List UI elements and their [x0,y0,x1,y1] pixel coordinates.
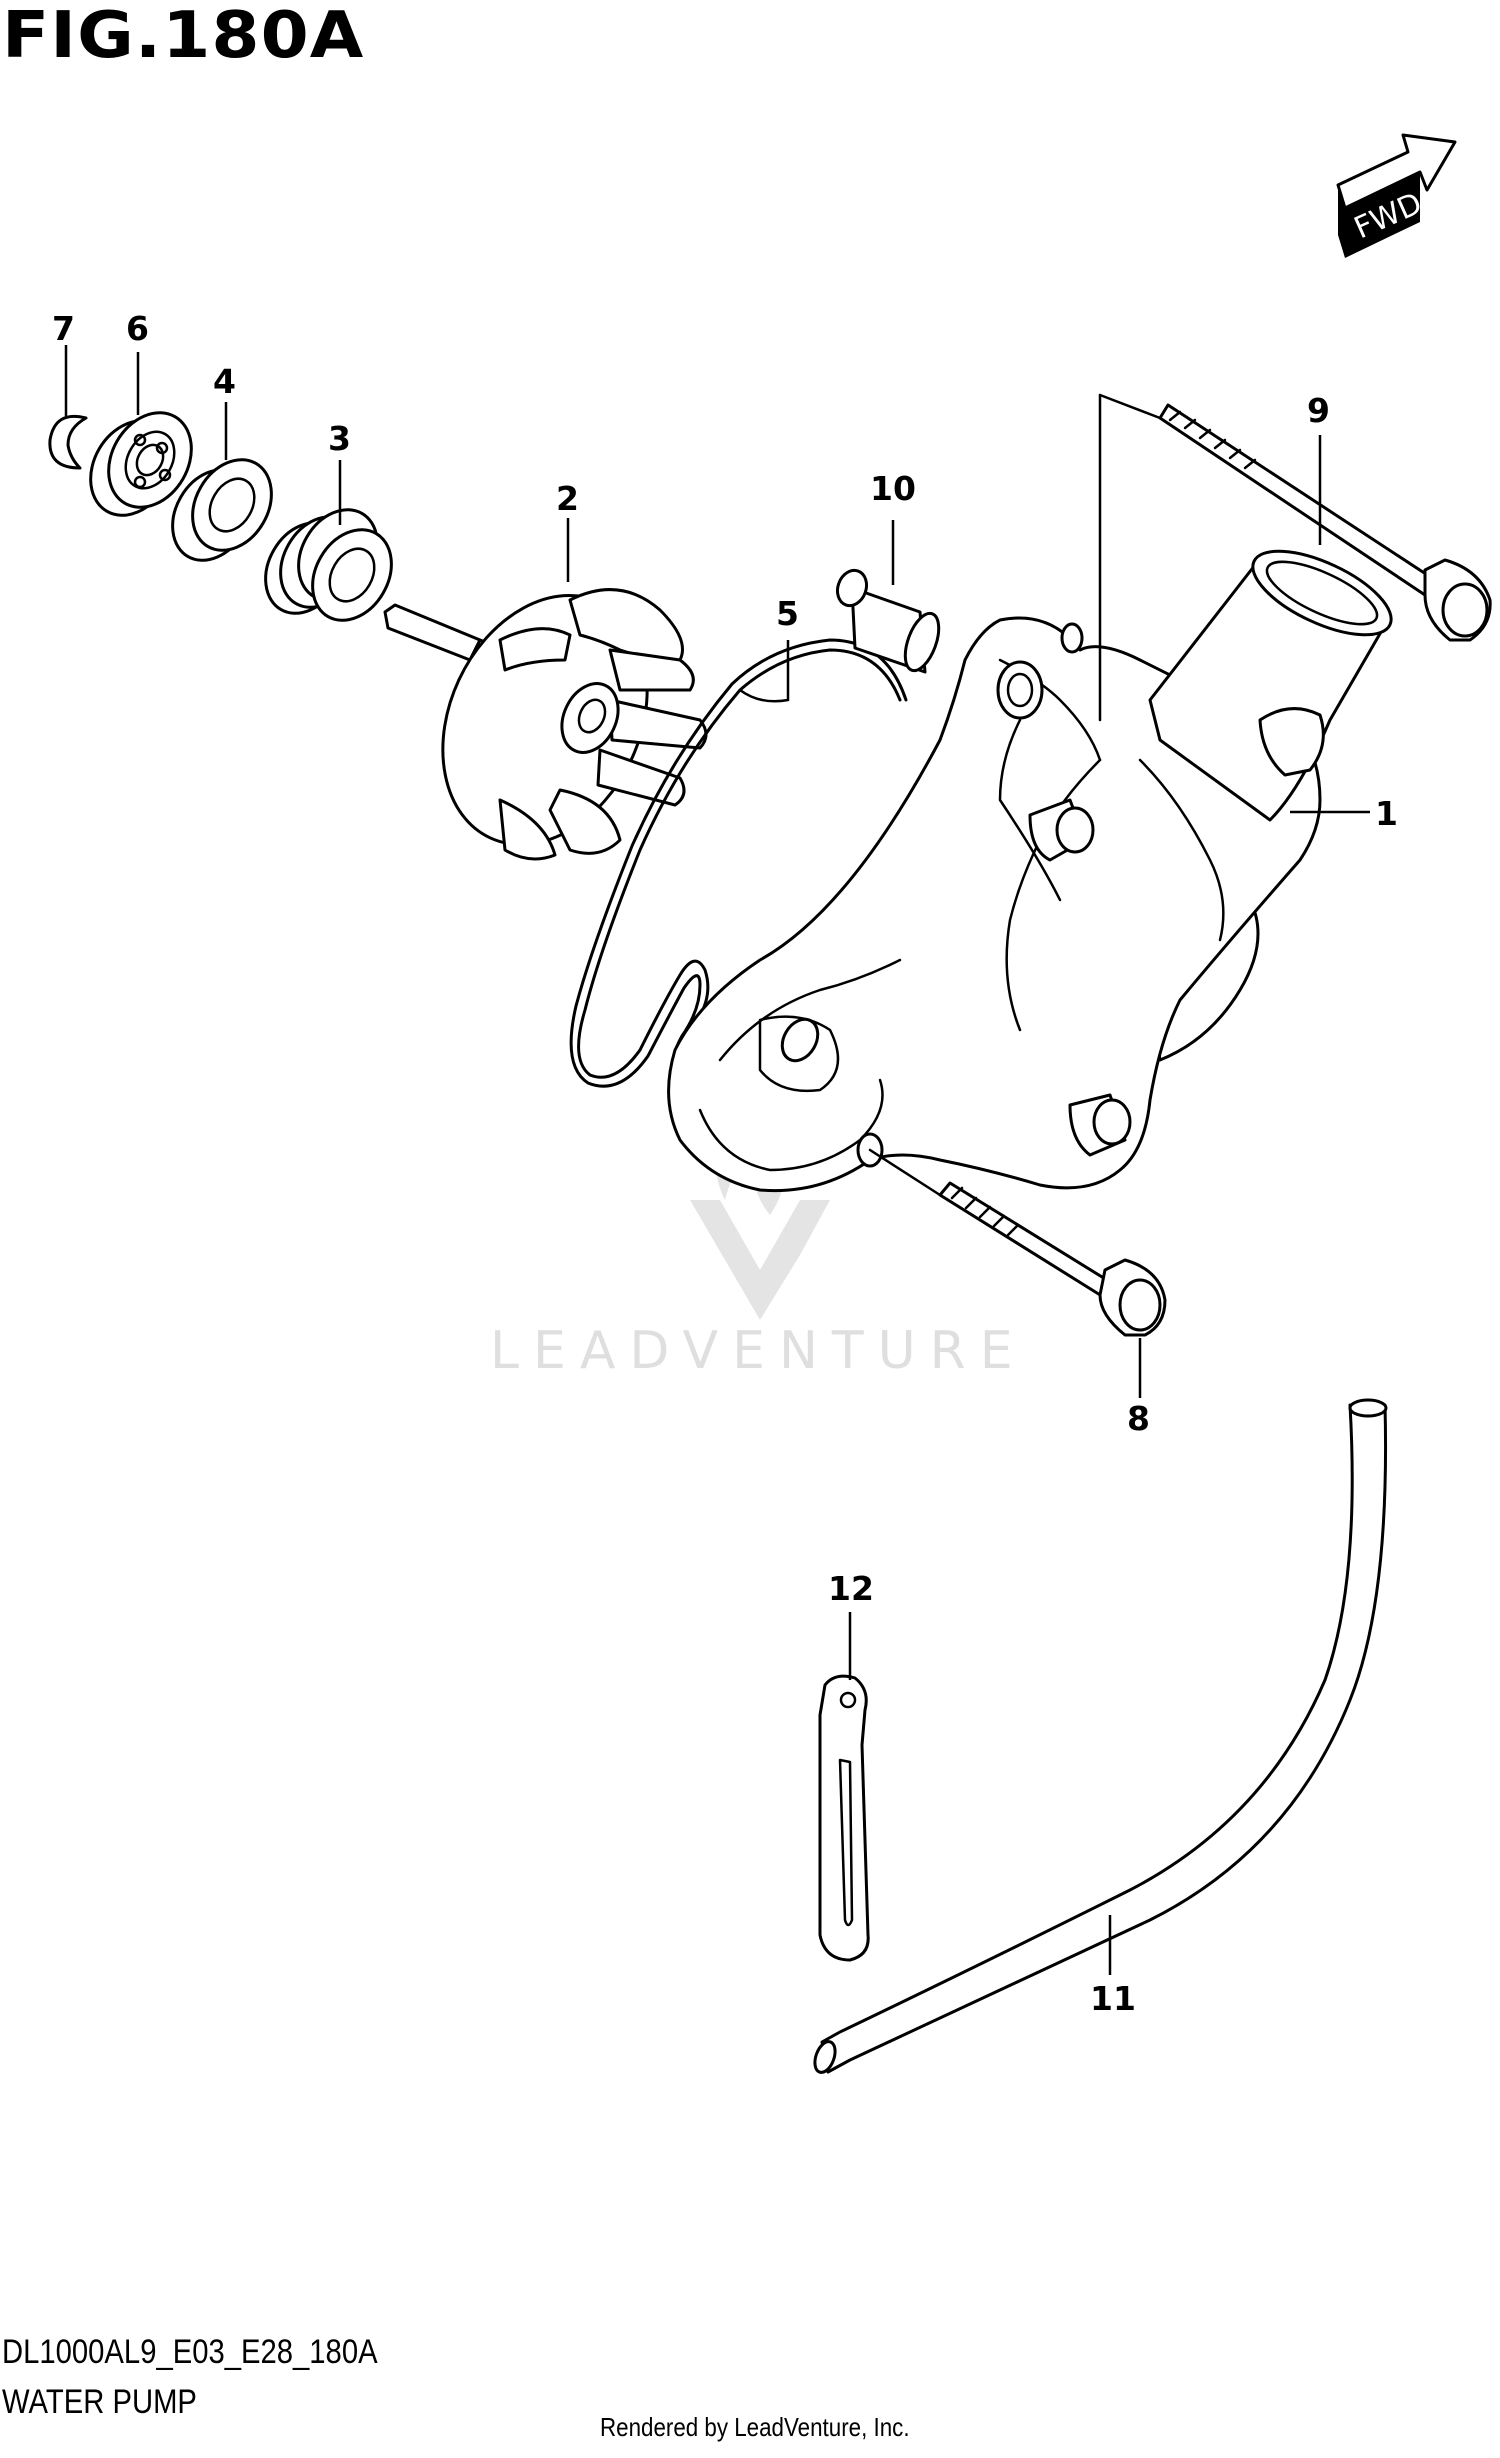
part-8-bolt [868,1148,1167,1337]
part-11-hose [813,1398,1388,2074]
part-4-oil-seal [171,458,273,562]
part-10-dowel-pin [835,568,941,674]
forward-direction-arrow: FWD [1336,133,1457,258]
callout-2: 2 [556,479,579,518]
callout-12: 12 [828,1569,874,1608]
callout-11: 11 [1090,1979,1136,2018]
callout-1: 1 [1375,794,1398,833]
figure-title: FIG.180A [2,0,365,73]
callout-7: 7 [52,309,75,348]
callout-9: 9 [1307,391,1330,430]
render-credit: Rendered by LeadVenture, Inc. [600,2412,910,2442]
part-6-bearing [89,411,193,517]
leader-lines [64,345,1370,1975]
part-1-water-pump-body [667,549,1393,1193]
callout-3: 3 [328,419,351,458]
diagram-code: DL1000AL9_E03_E28_180A [2,2333,378,2371]
callout-4: 4 [213,362,236,401]
callout-5: 5 [776,594,799,633]
part-3-mechanical-seal [264,508,393,622]
diagram-subtitle: WATER PUMP [2,2383,197,2421]
callout-numbers: 7 6 4 3 2 10 5 9 1 8 12 11 [52,309,1398,2018]
callout-8: 8 [1127,1399,1150,1438]
callout-6: 6 [126,309,149,348]
callout-10: 10 [870,469,916,508]
part-2-impeller [383,588,708,861]
part-12-clamp [818,1674,870,1962]
watermark-text: LEADVENTURE [490,1321,1027,1381]
part-9-bolt-long [1098,393,1492,722]
part-7-e-ring [48,414,88,470]
